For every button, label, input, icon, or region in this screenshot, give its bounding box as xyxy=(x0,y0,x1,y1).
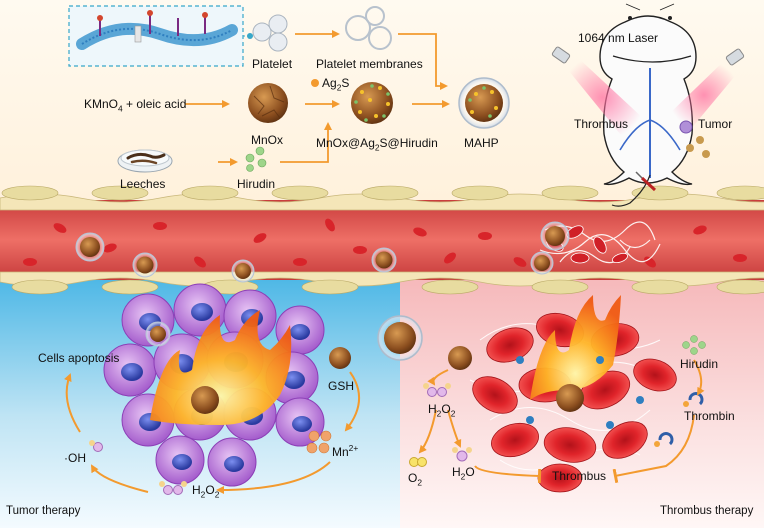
oh-radical xyxy=(89,440,103,452)
mnox-ag2s-hirudin-label: MnOx@Ag2S@Hirudin xyxy=(316,136,438,153)
mouse-thrombus-label: Thrombus xyxy=(574,117,629,131)
thrombus-h2o2-label: H2O2 xyxy=(428,402,456,419)
gsh-nanoparticle xyxy=(329,347,351,369)
thrombus-therapy-title: Thrombus therapy xyxy=(660,505,754,517)
mn2-ions xyxy=(306,430,332,454)
mnox-particle xyxy=(248,83,288,123)
thrombus-arrows xyxy=(418,359,705,484)
laser-beams xyxy=(551,46,745,140)
gsh-label: GSH xyxy=(328,379,355,393)
blood-vessel xyxy=(0,185,764,295)
mnox-ag2s-hirudin-particle xyxy=(351,82,393,124)
thrombus-clot xyxy=(469,295,677,493)
tumor-mass xyxy=(103,283,325,487)
vessel-nanoparticles xyxy=(75,221,570,283)
o2-label: O2 xyxy=(408,471,423,488)
laser-label: 1064 nm Laser xyxy=(578,31,659,45)
platelet-membranes-label: Platelet membranes xyxy=(316,57,423,71)
o2-molecule xyxy=(409,457,427,467)
thrombin-label: Thrombin xyxy=(684,409,735,423)
hirudin-dots-right xyxy=(682,335,706,355)
thrombus-mnox-particle xyxy=(448,346,472,370)
hirudin-molecules xyxy=(245,146,267,172)
kmno4-label: KMnO4 + oleic acid xyxy=(84,97,187,114)
tumor-dot xyxy=(679,120,693,134)
h2o-label: H2O xyxy=(452,465,475,482)
cells-apoptosis-label: Cells apoptosis xyxy=(38,351,120,365)
hirudin-right-label: Hirudin xyxy=(680,357,719,371)
mouse-tumor-label: Tumor xyxy=(698,117,733,131)
hirudin-label: Hirudin xyxy=(237,177,276,191)
thrombus-label: Thrombus xyxy=(552,469,607,483)
h2o-molecule xyxy=(452,447,472,462)
mahp-particle xyxy=(458,77,510,129)
tumor-entering-nanoparticle xyxy=(377,315,423,361)
tumor-h2o2-label: H2O2 xyxy=(192,483,220,500)
platelet-membrane-inset xyxy=(68,5,253,67)
oh-label: ·OH xyxy=(64,451,86,465)
platelets xyxy=(252,14,288,52)
leeches-label: Leeches xyxy=(120,177,166,191)
mn2-label: Mn2+ xyxy=(332,443,359,459)
ag2s-dot xyxy=(311,79,319,87)
mnox-label: MnOx xyxy=(251,133,284,147)
synthesis-arrows xyxy=(185,30,450,166)
thrombin-bound xyxy=(654,432,674,447)
ag2s-label: Ag2S xyxy=(322,76,350,93)
h2o2-molecule-left xyxy=(159,481,187,495)
platelet-label: Platelet xyxy=(252,57,293,71)
leeches-dish xyxy=(117,149,173,173)
tumor-cycle-arrows xyxy=(64,371,361,494)
tumor-therapy-title: Tumor therapy xyxy=(6,505,81,517)
syringe-icon xyxy=(635,136,710,192)
platelet-membranes-shells xyxy=(345,6,392,50)
h2o2-molecule-right xyxy=(423,383,451,397)
mahp-label: MAHP xyxy=(464,136,499,150)
